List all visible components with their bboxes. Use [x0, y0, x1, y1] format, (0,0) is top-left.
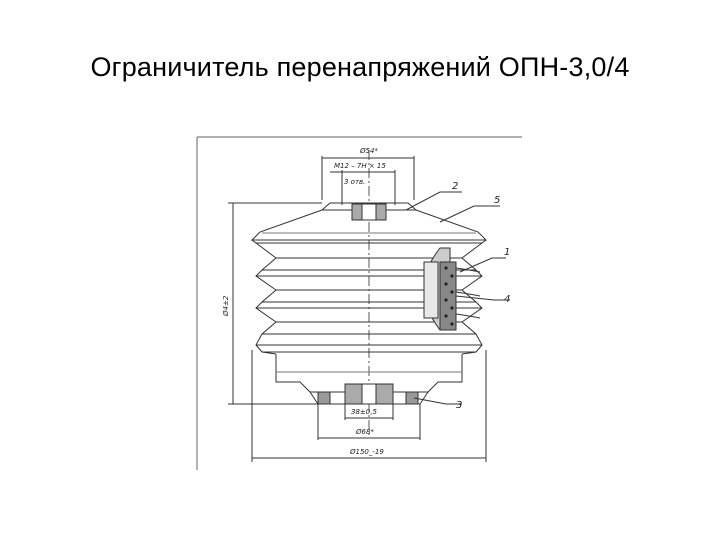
section-shed-3 — [455, 313, 481, 319]
bottom-seal-left — [317, 391, 331, 405]
callout-4: 4 — [504, 294, 510, 305]
callout-3: 3 — [456, 400, 462, 411]
leader-3 — [413, 397, 462, 405]
section-dots — [444, 266, 454, 326]
callout-2: 2 — [452, 181, 458, 192]
dim-bottom-1-label: 38±0,5 — [351, 408, 377, 416]
dim-thread-label: M12 – 7H × 15 — [334, 162, 386, 170]
callout-5: 5 — [494, 195, 500, 206]
upper-shoulder — [250, 209, 488, 241]
dim-holes-label: 3 отв. — [344, 178, 365, 186]
dim-height-label: Ø4±2 — [222, 295, 230, 317]
callout-1: 1 — [504, 247, 510, 258]
dim-bottom-3-label: Ø150_-19 — [349, 448, 384, 456]
slide-title: Ограничитель перенапряжений ОПН-3,0/4 — [90, 52, 630, 82]
top-thread-hole — [361, 203, 377, 221]
body-left-sheds — [251, 239, 277, 355]
bottom-thread-hole — [361, 383, 377, 405]
leader-4 — [455, 295, 510, 301]
leader-2 — [405, 191, 462, 211]
section-shed-2 — [455, 291, 481, 297]
bottom-seal-right — [405, 391, 419, 405]
dim-bottom-2-label: Ø68* — [355, 428, 374, 436]
dim-top-width-label: Ø54* — [359, 147, 378, 155]
section-shell-hatch — [439, 261, 457, 331]
section-varistor-column — [423, 261, 439, 319]
section-shed-1 — [455, 267, 481, 273]
leader-1 — [459, 257, 506, 273]
leader-5 — [439, 205, 500, 223]
